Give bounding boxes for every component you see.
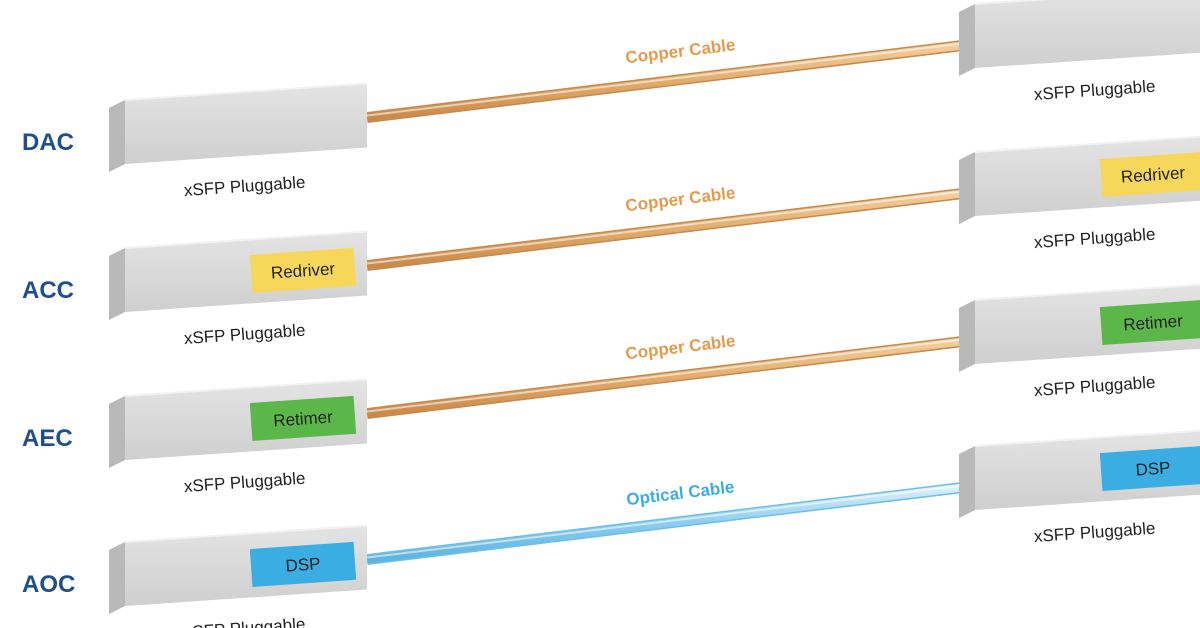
module-left-acc-chip-label: Redriver	[270, 259, 336, 282]
module-left-dac-side	[109, 100, 125, 172]
cable-aec	[366, 336, 976, 418]
module-left-dac-edge	[124, 82, 368, 101]
cable-aec-label: Copper Cable	[624, 331, 736, 363]
module-right-acc-edge	[974, 135, 1200, 153]
module-right-aoc-side	[959, 446, 975, 518]
module-left-aec-caption: xSFP Pluggable	[183, 469, 306, 496]
module-right-dac-edge	[974, 0, 1049, 5]
module-left-aec-chip: Retimer	[249, 395, 357, 442]
module-right-aec-edge	[974, 283, 1200, 301]
module-left-aoc-chip-box	[249, 541, 357, 588]
module-right-aoc-chip-label: DSP	[1135, 458, 1171, 479]
module-right-acc-caption: xSFP Pluggable	[1033, 225, 1156, 252]
cable-aoc	[366, 482, 976, 564]
module-right-aoc-chip-box	[1099, 445, 1200, 492]
module-left-aoc-chip: DSP	[249, 541, 357, 588]
row-label-dac: DAC	[22, 129, 74, 156]
module-right-aec-chip: Retimer	[1099, 299, 1200, 346]
module-right-acc-side	[959, 152, 975, 224]
module-left-aoc-caption: xSFP Pluggable	[183, 615, 306, 628]
module-left-acc-edge	[124, 230, 368, 249]
cable-acc-label: Copper Cable	[624, 183, 736, 215]
cable-aec-highlight	[366, 337, 976, 413]
module-left-aec-side	[109, 396, 125, 468]
module-left-aoc-side	[109, 542, 125, 614]
module-left-aec-edge	[124, 378, 368, 397]
cable-aoc-highlight	[366, 483, 976, 559]
module-right-dac-side	[959, 4, 975, 76]
module-left-aoc-edge	[124, 524, 368, 543]
row-label-acc: ACC	[22, 277, 74, 304]
cable-aoc-label: Optical Cable	[625, 477, 735, 509]
row-label-aoc: AOC	[22, 571, 75, 598]
module-left-acc-chip-box	[249, 247, 357, 294]
module-right-aec-caption: xSFP Pluggable	[1033, 373, 1156, 400]
module-left-aec-chip-label: Retimer	[273, 407, 334, 430]
module-right-aec-chip-box	[1099, 299, 1200, 346]
module-right-aoc-edge	[974, 429, 1200, 447]
module-right-acc-chip: Redriver	[1099, 151, 1200, 198]
module-left-dac-caption: xSFP Pluggable	[183, 173, 306, 200]
module-right-aec-chip-label: Retimer	[1123, 311, 1184, 334]
module-left-dac-body	[125, 83, 367, 164]
cable-dac-highlight	[366, 41, 976, 117]
module-left-acc-caption: xSFP Pluggable	[183, 321, 306, 348]
module-left-acc-chip: Redriver	[249, 247, 357, 294]
row-label-aec: AEC	[22, 425, 73, 452]
module-left-acc-side	[109, 248, 125, 320]
module-left-aoc-chip-label: DSP	[285, 554, 321, 575]
module-right-dac-caption: xSFP Pluggable	[1033, 77, 1156, 104]
module-right-acc-chip-label: Redriver	[1120, 163, 1186, 186]
cable-acc-highlight	[366, 189, 976, 265]
cable-acc	[366, 188, 976, 270]
cable-dac-label: Copper Cable	[624, 35, 736, 67]
module-left-aec-chip-box	[249, 395, 357, 442]
module-right-aoc-caption: xSFP Pluggable	[1033, 519, 1156, 546]
module-right-aoc-chip: DSP	[1099, 445, 1200, 492]
module-right-dac-body	[975, 0, 1200, 68]
cable-dac	[366, 40, 976, 122]
module-right-aec-side	[959, 300, 975, 372]
module-right-acc-chip-box	[1099, 151, 1200, 198]
